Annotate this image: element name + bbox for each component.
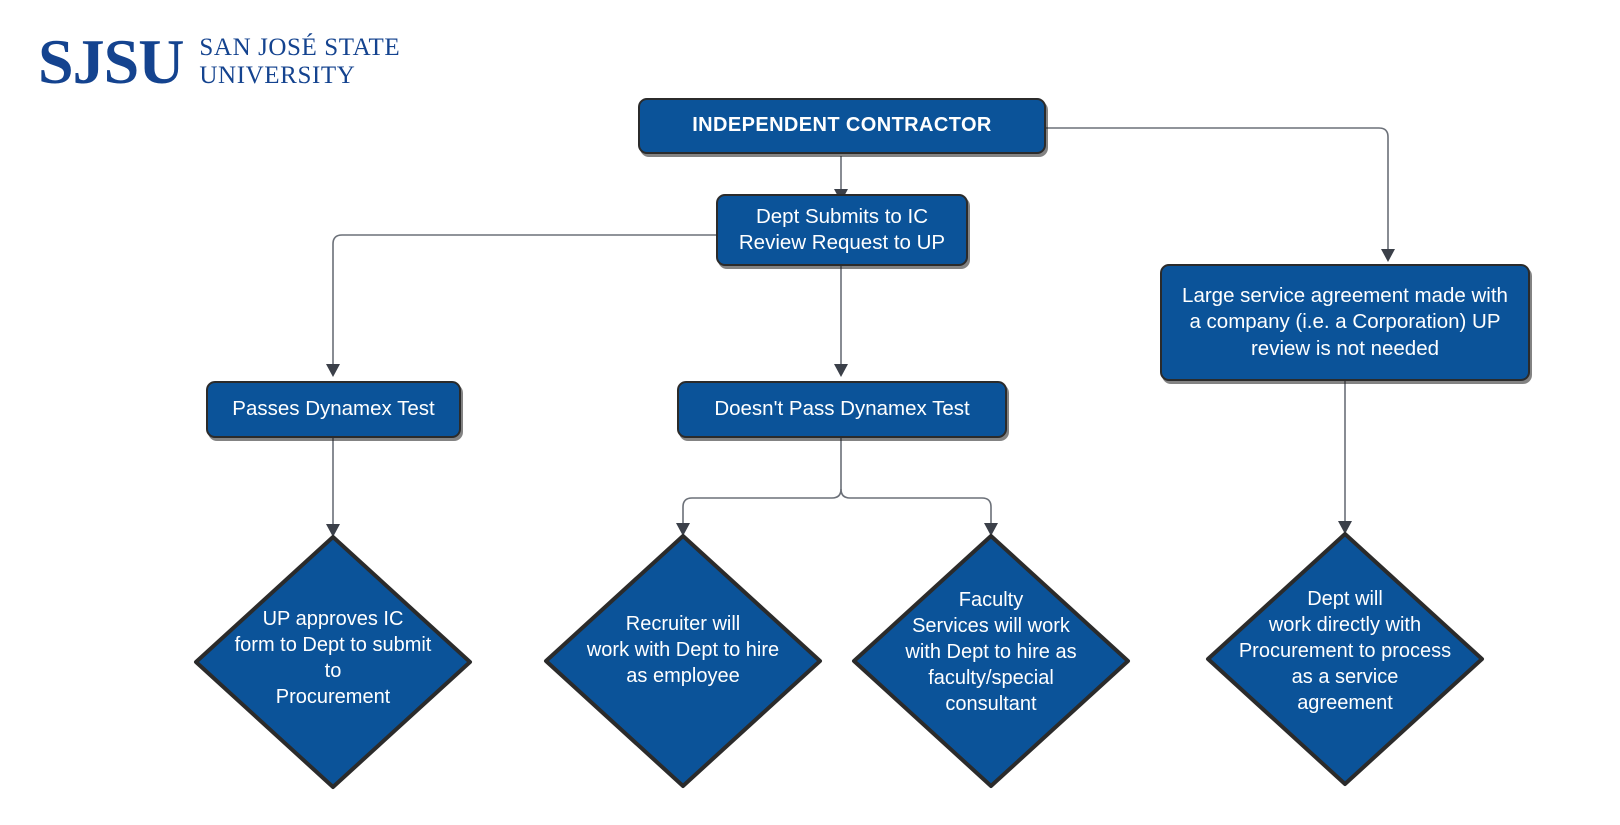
diamond-shape <box>1206 532 1484 786</box>
node-fails-dynamex-test[interactable]: Doesn't Pass Dynamex Test <box>677 381 1007 438</box>
node-dept-works-with-procurement[interactable]: Dept will work directly with Procurement… <box>1204 530 1486 788</box>
node-faculty-services-hires-line-1: Faculty <box>958 589 1024 611</box>
node-faculty-services-hires-line-3: with Dept to hire as <box>905 641 1077 663</box>
node-faculty-services-hires-line-5: consultant <box>945 693 1037 715</box>
sjsu-university-name: SAN JOSÉ STATE UNIVERSITY <box>199 34 400 90</box>
node-dept-works-with-procurement-line-2: work directly with <box>1268 614 1422 636</box>
sjsu-wordmark: SJSU <box>38 26 184 97</box>
node-faculty-services-hires-line-4: faculty/special <box>928 667 1054 689</box>
diamond-shape <box>544 534 822 788</box>
node-recruiter-hires-employee-label: Recruiter will work with Dept to hire as… <box>581 611 784 689</box>
node-dept-works-with-procurement-label: Dept will work directly with Procurement… <box>1227 586 1464 716</box>
node-independent-contractor-label: INDEPENDENT CONTRACTOR <box>692 114 992 137</box>
node-dept-works-with-procurement-line-5: agreement <box>1297 692 1393 714</box>
node-large-service-agreement-line-1: Large service agreement made with <box>1182 284 1508 308</box>
node-recruiter-hires-employee-line-2: work with Dept to hire <box>586 639 780 661</box>
node-up-approves-ic-line-2: form to Dept to submit to <box>234 634 432 682</box>
node-up-approves-ic-label: UP approves IC form to Dept to submit to… <box>231 606 434 710</box>
node-up-approves-ic[interactable]: UP approves IC form to Dept to submit to… <box>192 533 474 791</box>
node-large-service-agreement-line-3: review is not needed <box>1250 336 1440 360</box>
node-dept-works-with-procurement-line-3: Procurement to process <box>1238 640 1452 662</box>
node-dept-submits-label: Dept Submits to IC Review Request to UP <box>739 204 945 256</box>
node-recruiter-hires-employee-line-3: as employee <box>626 665 740 687</box>
node-recruiter-hires-employee[interactable]: Recruiter will work with Dept to hire as… <box>542 532 824 790</box>
node-independent-contractor[interactable]: INDEPENDENT CONTRACTOR <box>638 98 1046 154</box>
node-dept-submits-line-2: Review Request to UP <box>738 231 946 254</box>
node-large-service-agreement[interactable]: Large service agreement made with a comp… <box>1160 264 1530 381</box>
node-large-service-agreement-label: Large service agreement made with a comp… <box>1182 283 1508 362</box>
sjsu-name-line-1: SAN JOSÉ STATE <box>199 34 401 61</box>
node-faculty-services-hires[interactable]: Faculty Services will work with Dept to … <box>850 532 1132 790</box>
sjsu-name-line-2: UNIVERSITY <box>199 62 356 89</box>
node-up-approves-ic-line-3: Procurement <box>275 686 391 708</box>
node-up-approves-ic-line-1: UP approves IC <box>262 608 404 630</box>
node-dept-works-with-procurement-line-1: Dept will <box>1307 588 1383 610</box>
node-passes-dynamex-test[interactable]: Passes Dynamex Test <box>206 381 461 438</box>
node-passes-dynamex-test-label: Passes Dynamex Test <box>232 397 435 421</box>
node-large-service-agreement-line-2: a company (i.e. a Corporation) UP <box>1189 310 1501 334</box>
node-faculty-services-hires-label: Faculty Services will work with Dept to … <box>878 587 1104 717</box>
node-dept-submits-line-1: Dept Submits to IC <box>755 204 929 228</box>
diamond-shape <box>852 534 1130 788</box>
sjsu-logo: SJSU SAN JOSÉ STATE UNIVERSITY <box>38 30 400 94</box>
node-dept-submits[interactable]: Dept Submits to IC Review Request to UP <box>716 194 968 266</box>
node-recruiter-hires-employee-line-1: Recruiter will <box>625 613 741 635</box>
node-dept-works-with-procurement-line-4: as a service <box>1291 666 1399 688</box>
node-faculty-services-hires-line-2: Services will work <box>912 615 1070 637</box>
node-fails-dynamex-test-label: Doesn't Pass Dynamex Test <box>714 397 970 421</box>
diamond-shape <box>194 535 472 789</box>
